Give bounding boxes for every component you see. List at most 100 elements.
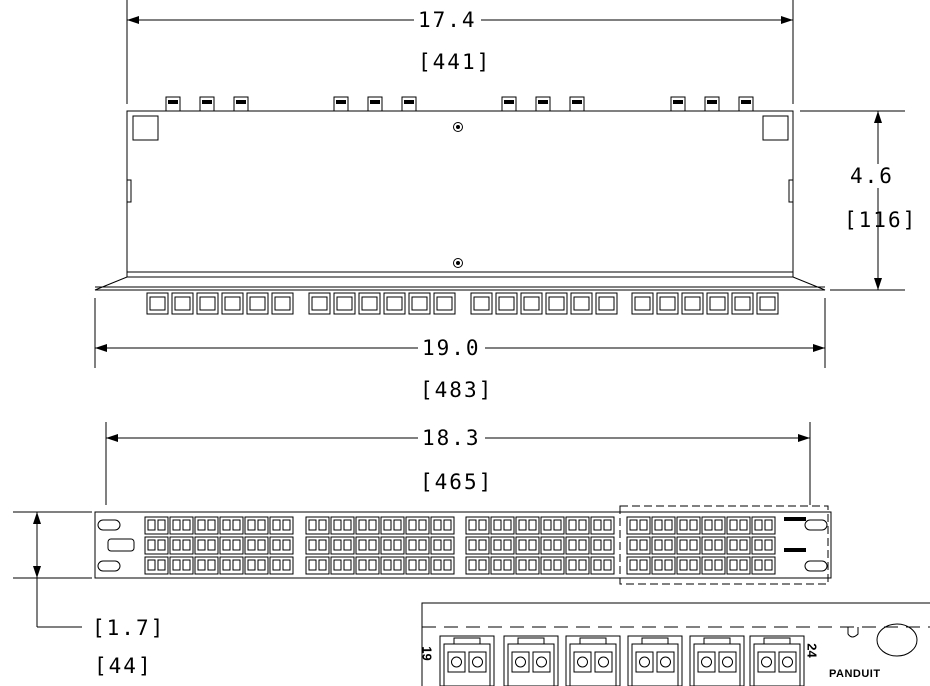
detail-duplex-port <box>689 635 745 686</box>
rear-port <box>595 292 618 315</box>
front-port <box>355 556 380 575</box>
front-port <box>330 536 355 555</box>
front-port <box>465 516 490 535</box>
front-port <box>144 516 169 535</box>
brand-logo: PANDUIT <box>829 668 881 680</box>
front-port <box>515 556 540 575</box>
rear-port <box>358 292 381 315</box>
rear-height-mm: 116 <box>844 208 917 232</box>
rear-height-inches: 4.6 <box>846 164 898 188</box>
rear-top-tab <box>401 96 417 112</box>
front-port <box>194 536 219 555</box>
rear-port <box>756 292 779 315</box>
front-port <box>726 516 751 535</box>
rear-port <box>433 292 456 315</box>
rear-top-tab <box>670 96 686 112</box>
front-port <box>305 556 330 575</box>
front-port <box>726 556 751 575</box>
front-port <box>565 556 590 575</box>
front-port <box>676 556 701 575</box>
front-port <box>169 556 194 575</box>
rear-top-tab <box>165 96 181 112</box>
front-port <box>726 536 751 555</box>
panel-height-inches: 1.7 <box>92 616 165 640</box>
front-port <box>330 556 355 575</box>
rear-top-tab <box>501 96 517 112</box>
front-port <box>244 516 269 535</box>
front-port <box>490 516 515 535</box>
front-port <box>565 536 590 555</box>
rear-port <box>146 292 169 315</box>
rear-port <box>570 292 593 315</box>
front-port <box>701 516 726 535</box>
front-port <box>676 516 701 535</box>
front-port <box>490 556 515 575</box>
front-port <box>651 556 676 575</box>
front-port <box>269 556 294 575</box>
rear-top-tab <box>535 96 551 112</box>
front-port <box>405 536 430 555</box>
front-port <box>465 556 490 575</box>
front-port <box>676 536 701 555</box>
front-port <box>540 556 565 575</box>
front-port <box>380 536 405 555</box>
rear-top-tab <box>738 96 754 112</box>
rear-top-tab <box>704 96 720 112</box>
front-port <box>590 516 615 535</box>
detail-port-start-label: 19 <box>419 646 435 661</box>
front-port <box>540 536 565 555</box>
front-port <box>751 556 776 575</box>
front-port <box>219 516 244 535</box>
front-port <box>169 516 194 535</box>
overall-width-inches: 19.0 <box>418 336 485 360</box>
rear-port <box>308 292 331 315</box>
front-port <box>219 556 244 575</box>
rear-port <box>656 292 679 315</box>
panel-height-dimension <box>13 511 92 628</box>
front-port <box>465 536 490 555</box>
front-port <box>590 556 615 575</box>
front-port <box>540 516 565 535</box>
front-port <box>651 516 676 535</box>
rear-port <box>495 292 518 315</box>
front-port <box>380 516 405 535</box>
top-width-inches: 17.4 <box>414 8 481 32</box>
front-port <box>380 556 405 575</box>
front-port <box>430 556 455 575</box>
front-width-inches: 18.3 <box>418 426 485 450</box>
front-port <box>626 556 651 575</box>
front-port <box>169 536 194 555</box>
front-port <box>701 556 726 575</box>
front-port <box>219 536 244 555</box>
detail-duplex-port <box>749 635 805 686</box>
detail-view <box>421 602 930 686</box>
front-port <box>244 556 269 575</box>
rear-port <box>271 292 294 315</box>
front-port <box>405 556 430 575</box>
detail-duplex-port <box>565 635 621 686</box>
detail-duplex-port <box>439 635 495 686</box>
rear-port <box>731 292 754 315</box>
rear-top-tab <box>199 96 215 112</box>
detail-duplex-port <box>627 635 683 686</box>
front-port <box>330 516 355 535</box>
front-view <box>94 505 832 585</box>
rear-port <box>470 292 493 315</box>
panel-height-mm: 44 <box>94 654 153 678</box>
front-port <box>751 536 776 555</box>
rear-port <box>631 292 654 315</box>
rear-top-tab <box>233 96 249 112</box>
rear-port <box>171 292 194 315</box>
front-port <box>515 516 540 535</box>
front-port <box>244 536 269 555</box>
front-port <box>194 516 219 535</box>
front-port <box>405 516 430 535</box>
front-port <box>490 536 515 555</box>
rear-port <box>246 292 269 315</box>
front-port <box>269 536 294 555</box>
rear-view <box>94 96 826 315</box>
rear-port <box>333 292 356 315</box>
overall-width-mm: 483 <box>420 378 493 402</box>
rear-port <box>681 292 704 315</box>
